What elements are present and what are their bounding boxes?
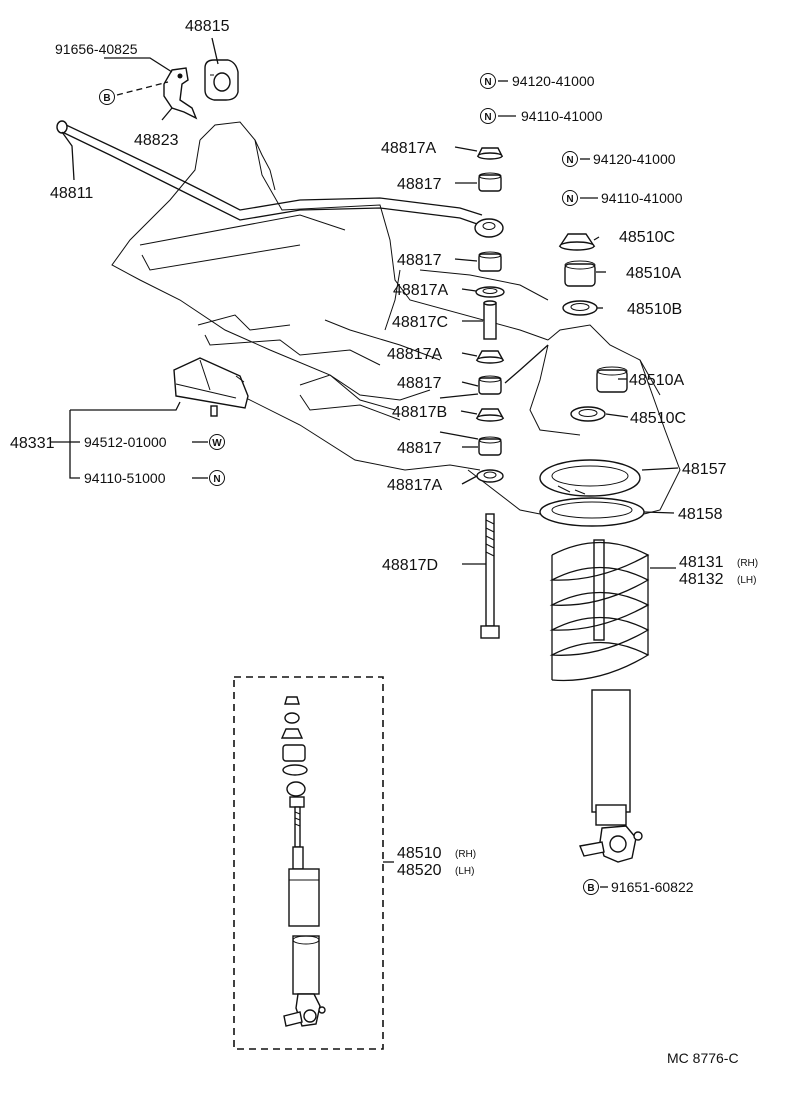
label-48817A-3: 48817A	[387, 346, 442, 363]
label-94120-41000-a: 94120-41000	[512, 73, 595, 89]
b-symbol-icon: B	[99, 89, 115, 105]
label-48817C: 48817C	[392, 314, 448, 331]
label-48817D: 48817D	[382, 557, 438, 574]
cushion-48510A-1	[564, 260, 596, 287]
spring-insulator-48157	[539, 459, 641, 497]
label-94110-41000-b: 94110-41000	[601, 190, 683, 206]
label-48510C-2: 48510C	[630, 410, 686, 427]
n-symbol-icon: N	[209, 470, 225, 486]
label-48817-1: 48817	[397, 176, 442, 193]
label-48823: 48823	[134, 132, 179, 149]
label-48520-side: (LH)	[455, 866, 474, 877]
svg-text:N: N	[213, 474, 220, 485]
cushion-retainer-48817A-3	[475, 350, 505, 364]
n-symbol-icon: N	[480, 108, 496, 124]
stabilizer-bracket-48823	[163, 67, 198, 120]
label-48510C-1: 48510C	[619, 229, 675, 246]
cushion-48817-1	[478, 172, 502, 192]
w-symbol-icon: W	[209, 434, 225, 450]
svg-text:B: B	[587, 883, 594, 894]
label-48510-side: (RH)	[455, 849, 476, 860]
retainer-48510B	[562, 300, 598, 316]
symbols: B N N N N W N B	[99, 73, 599, 895]
cushion-48817-4	[478, 436, 502, 456]
svg-text:N: N	[484, 112, 491, 123]
cushion-48817-2	[478, 251, 502, 272]
shock-top-stack	[558, 233, 628, 422]
label-48510: 48510	[397, 845, 442, 862]
label-94120-41000-b: 94120-41000	[593, 151, 676, 167]
label-48817B: 48817B	[392, 404, 447, 421]
collar-48817C	[483, 300, 497, 340]
label-48510A-2: 48510A	[629, 372, 684, 389]
label-48817-3: 48817	[397, 375, 442, 392]
label-94110-51000: 94110-51000	[84, 470, 166, 486]
label-48815: 48815	[185, 18, 230, 35]
label-48331: 48331	[10, 435, 55, 452]
cushion-retainer-48817A-2	[475, 286, 505, 298]
cushion-retainer-48817B	[475, 408, 505, 422]
retainer-48510C-1	[558, 233, 596, 251]
label-91651-60822: 91651-60822	[611, 879, 694, 895]
spring-seat-48158	[539, 497, 645, 527]
label-94512-01000: 94512-01000	[84, 434, 167, 450]
mount-48331	[173, 357, 249, 417]
cushion-retainer-48817A-1	[476, 147, 504, 160]
cushion-retainer-48817A-4	[476, 469, 504, 483]
leader-lines	[50, 37, 679, 888]
link-bolt-48817D	[480, 513, 500, 639]
shock-absorber-right	[579, 689, 643, 863]
label-48132: 48132	[679, 571, 724, 588]
label-91656-40825: 91656-40825	[55, 41, 138, 57]
link-stack	[475, 147, 505, 639]
label-48131-side: (RH)	[737, 558, 758, 569]
cushion-48510A-2	[596, 366, 628, 393]
svg-text:N: N	[566, 194, 573, 205]
label-48157: 48157	[682, 461, 727, 478]
label-94110-41000-a: 94110-41000	[521, 108, 603, 124]
b-symbol-icon: B	[583, 879, 599, 895]
label-48811: 48811	[50, 185, 93, 202]
svg-text:N: N	[566, 155, 573, 166]
n-symbol-icon: N	[562, 151, 578, 167]
svg-text:B: B	[103, 93, 110, 104]
cushion-48817-3	[478, 375, 502, 395]
n-symbol-icon: N	[562, 190, 578, 206]
label-48132-side: (LH)	[737, 575, 756, 586]
label-48817-4: 48817	[397, 440, 442, 457]
svg-text:N: N	[484, 77, 491, 88]
retainer-48510C-2	[570, 406, 606, 422]
part-labels: 48815 91656-40825 48823 48811 94120-4100…	[10, 18, 758, 1066]
label-48510A-1: 48510A	[626, 265, 681, 282]
label-48817A-1: 48817A	[381, 140, 436, 157]
stabilizer-bushing-48815	[204, 59, 239, 101]
label-48817A-4: 48817A	[387, 477, 442, 494]
label-48817-2: 48817	[397, 252, 442, 269]
n-symbol-icon: N	[480, 73, 496, 89]
catalog-code: MC 8776-C	[667, 1050, 739, 1066]
label-48817A-2: 48817A	[393, 282, 448, 299]
coil-spring-48131	[549, 539, 650, 682]
label-48131: 48131	[679, 554, 724, 571]
label-48520: 48520	[397, 862, 442, 879]
svg-text:W: W	[212, 438, 222, 449]
label-48510B: 48510B	[627, 301, 682, 318]
shock-absorber-kit-box	[233, 676, 384, 1050]
label-48158: 48158	[678, 506, 723, 523]
